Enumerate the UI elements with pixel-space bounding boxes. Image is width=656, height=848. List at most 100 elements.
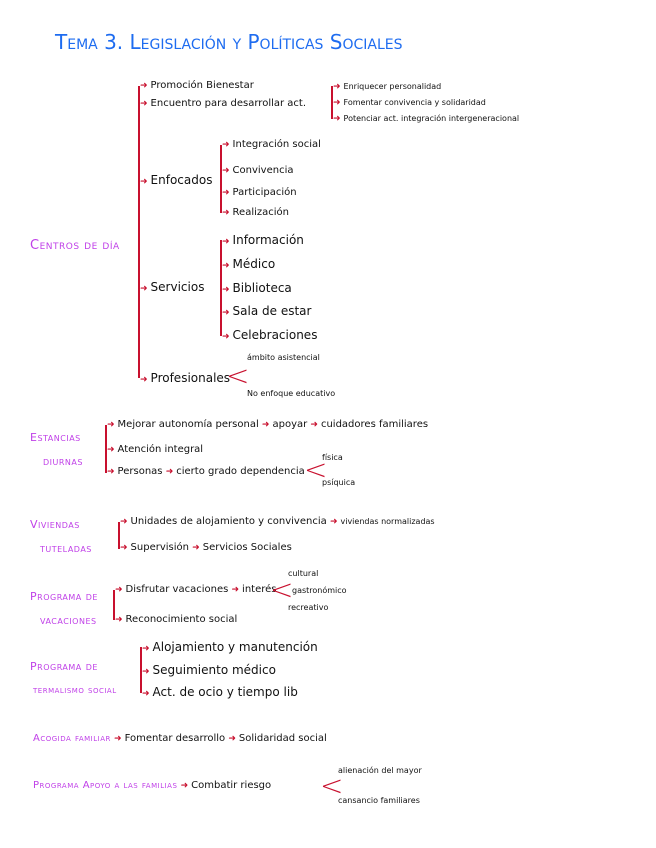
heading-viviendas: tuteladas: [40, 542, 92, 555]
arrow-icon: ➜: [140, 375, 148, 385]
node: Enriquecer personalidad: [343, 82, 442, 91]
node-row: ➜Act. de ocio y tiempo lib: [142, 686, 298, 700]
heading-estancias: Estancias: [30, 431, 81, 444]
arrow-icon: ➜: [222, 261, 230, 271]
bracket: [331, 86, 333, 119]
page-title: Tema 3. Legislación y Políticas Sociales: [55, 30, 403, 54]
arrow-icon: ➜: [261, 420, 270, 430]
node: Servicios Sociales: [202, 542, 292, 553]
arrow-icon: ➜: [114, 734, 122, 744]
node-row: ➜Convivencia: [222, 165, 294, 177]
node-row: ➜Potenciar act. integración intergenerac…: [333, 113, 519, 125]
node: Profesionales: [150, 371, 231, 385]
heading-viviendas: Viviendas: [30, 518, 80, 531]
node: Supervisión: [130, 542, 189, 553]
arrow-icon: ➜: [107, 467, 115, 477]
bracket: [113, 590, 115, 620]
bracket: [118, 522, 120, 549]
node-row: Acogida familiar ➜Fomentar desarrollo ➜S…: [33, 733, 327, 745]
node-row: ➜Integración social: [222, 139, 321, 151]
bracket: [140, 647, 142, 693]
arrow-icon: ➜: [142, 667, 150, 677]
arrow-icon: ➜: [310, 420, 318, 430]
arrow-icon: ➜: [180, 781, 189, 791]
heading-acogida: Acogida familiar: [33, 733, 111, 744]
node: Realización: [232, 207, 289, 218]
arrow-icon: ➜: [333, 82, 341, 92]
node: ámbito asistencial: [247, 353, 320, 362]
node-row: ➜Reconocimiento social: [115, 614, 237, 626]
node: Fomentar convivencia y solidaridad: [343, 98, 486, 107]
node-row: ➜Supervisión ➜Servicios Sociales: [120, 542, 292, 554]
arrow-icon: ➜: [222, 332, 230, 342]
heading-estancias: diurnas: [43, 455, 83, 468]
node: cuidadores familiares: [320, 419, 429, 430]
node: psíquica: [322, 478, 356, 487]
arrow-icon: ➜: [222, 188, 230, 198]
arrow-icon: ➜: [115, 615, 123, 625]
arrow-icon: ➜: [115, 585, 123, 595]
node: Reconocimiento social: [125, 614, 238, 625]
node: Enfocados: [150, 173, 213, 187]
node-row: ➜Celebraciones: [222, 329, 317, 343]
node: Integración social: [232, 139, 321, 150]
heading-apoyo: Programa Apoyo a las familias: [33, 780, 178, 791]
node: Convivencia: [232, 165, 294, 176]
bracket: [220, 145, 222, 213]
node-row: ➜Seguimiento médico: [142, 664, 276, 678]
node-row: ➜Personas ➜cierto grado dependencia: [107, 466, 305, 478]
node: recreativo: [288, 603, 329, 612]
arrow-icon: ➜: [222, 208, 230, 218]
node-row: ➜Atención integral: [107, 444, 203, 456]
arrow-icon: ➜: [231, 585, 240, 595]
node: viviendas normalizadas: [340, 517, 435, 526]
bracket: [220, 240, 222, 336]
node: cultural: [288, 569, 319, 578]
arrow-icon: ➜: [120, 517, 128, 527]
bracket: [105, 425, 107, 473]
heading-termalismo: termalismo social: [33, 685, 117, 696]
node: interés: [242, 584, 277, 595]
heading-termalismo: Programa de: [30, 660, 98, 673]
node-row: ➜Servicios: [140, 281, 204, 295]
node-row: ➜Sala de estar: [222, 305, 311, 319]
node: física: [322, 453, 343, 462]
node-row: ➜Profesionales: [140, 372, 230, 386]
arrow-icon: ➜: [165, 467, 174, 477]
node: Médico: [232, 257, 276, 271]
node: Act. de ocio y tiempo lib: [152, 685, 298, 699]
node-row: ➜Disfrutar vacaciones ➜interés: [115, 584, 277, 596]
node: Información: [232, 233, 304, 247]
node: apoyar: [272, 419, 308, 430]
heading-vacaciones: Programa de: [30, 590, 98, 603]
node-row: ➜Fomentar convivencia y solidaridad: [333, 97, 486, 109]
node-row: ➜Enriquecer personalidad: [333, 81, 441, 93]
arrow-icon: ➜: [222, 237, 230, 247]
node: Sala de estar: [232, 304, 312, 318]
node-row: ➜Unidades de alojamiento y convivencia ➜…: [120, 516, 435, 528]
node: Unidades de alojamiento y convivencia: [130, 516, 327, 527]
bracket: [138, 86, 140, 378]
node: Celebraciones: [232, 328, 318, 342]
node-row: ➜Participación: [222, 187, 297, 199]
arrow-icon: ➜: [107, 445, 115, 455]
node: alienación del mayor: [338, 766, 422, 775]
node: gastronómico: [292, 586, 347, 595]
node: Servicios: [150, 280, 205, 294]
node: Mejorar autonomía personal: [117, 419, 259, 430]
node-row: ➜Enfocados: [140, 174, 212, 188]
node-row: ➜Médico: [222, 258, 275, 272]
node-row: ➜Promoción Bienestar: [140, 80, 254, 92]
heading-vacaciones: vacaciones: [40, 614, 97, 627]
arrow-icon: ➜: [329, 517, 338, 527]
arrow-icon: ➜: [140, 177, 148, 187]
branch-icon: <: [304, 453, 328, 486]
node-row: ➜Información: [222, 234, 304, 248]
arrow-icon: ➜: [140, 284, 148, 294]
arrow-icon: ➜: [140, 99, 148, 109]
arrow-icon: ➜: [107, 420, 115, 430]
node: Promoción Bienestar: [150, 80, 254, 91]
node: Encuentro para desarrollar act.: [150, 98, 307, 109]
node: Fomentar desarrollo: [124, 733, 226, 744]
node-row: ➜Encuentro para desarrollar act.: [140, 98, 306, 110]
